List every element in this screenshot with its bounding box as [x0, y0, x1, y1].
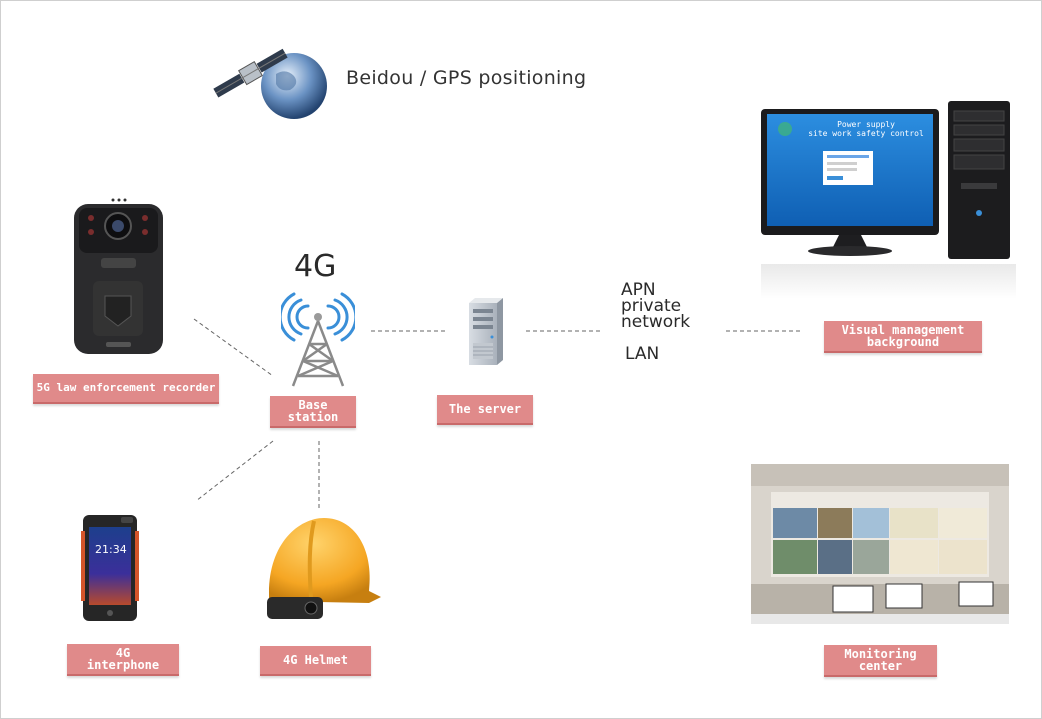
interphone-time: 21:34	[95, 543, 127, 556]
visual-management-computer-image: Power supply site work safety control	[761, 99, 1016, 299]
base-station-label-text: Base station	[287, 398, 339, 424]
monitoring-center-label: Monitoring center	[824, 645, 937, 677]
apn-network-text: APN private network	[621, 280, 691, 332]
interphone-label-text: 4G interphone	[86, 646, 160, 672]
helmet-label-text: 4G Helmet	[282, 653, 349, 667]
visual-management-label-text: Visual management background	[841, 323, 965, 349]
helmet-image	[259, 513, 384, 625]
monitoring-center-label-text: Monitoring center	[844, 647, 917, 673]
interphone-image: 21:34	[81, 511, 139, 623]
server-label: The server	[437, 395, 533, 425]
base-station-tower-icon	[278, 286, 358, 388]
tower-network-title: 4G	[294, 249, 337, 284]
base-station-label: Base station	[270, 396, 356, 428]
computer-screen-title: Power supply site work safety control	[801, 120, 931, 138]
link-tower-interphone	[195, 440, 274, 502]
interphone-label: 4G interphone	[67, 644, 179, 676]
link-recorder-tower	[193, 318, 274, 377]
monitoring-center-image	[751, 464, 1009, 624]
server-icon	[465, 297, 505, 367]
recorder-label-text: 5G law enforcement recorder	[36, 381, 216, 394]
recorder-label: 5G law enforcement recorder	[33, 374, 219, 404]
visual-management-label: Visual management background	[824, 321, 982, 353]
server-label-text: The server	[448, 402, 522, 416]
computer-screen-title-text: Power supply site work safety control	[808, 120, 924, 138]
helmet-label: 4G Helmet	[260, 646, 371, 676]
satellite-globe-icon	[206, 36, 331, 121]
gps-positioning-text: Beidou / GPS positioning	[346, 67, 587, 89]
apn-network-text-value: APN private network	[621, 280, 691, 332]
law-enforcement-recorder-image	[71, 196, 166, 358]
lan-text: LAN	[625, 344, 660, 364]
